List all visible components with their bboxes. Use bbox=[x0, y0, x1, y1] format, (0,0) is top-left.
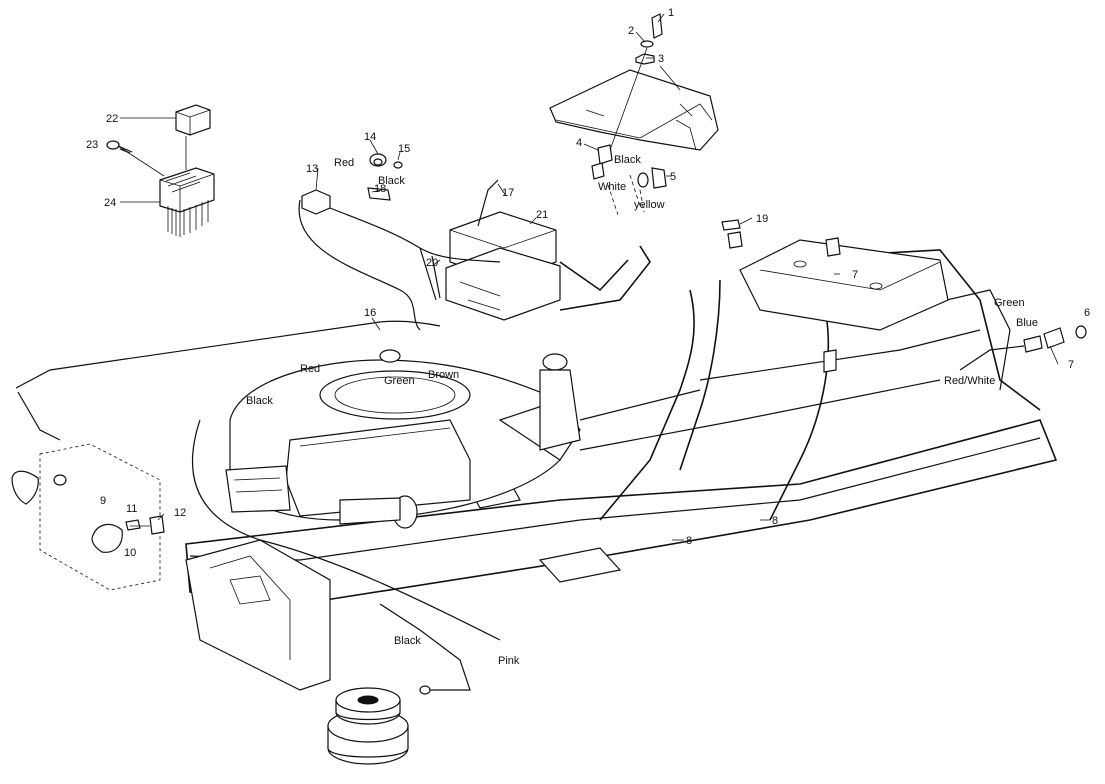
wire-label-green-engine: Green bbox=[384, 375, 415, 387]
pto-clutch bbox=[327, 687, 409, 765]
relay-block bbox=[175, 104, 211, 136]
switch-13 bbox=[301, 189, 331, 215]
callout-1: 1 bbox=[668, 7, 674, 19]
wire-pink bbox=[379, 603, 471, 691]
callout-15: 15 bbox=[398, 143, 410, 155]
callout-16: 16 bbox=[364, 307, 376, 319]
wire-label-pink-bottom: Pink bbox=[498, 655, 520, 667]
socket-12 bbox=[149, 515, 165, 535]
wire-label-red-top: Red bbox=[334, 157, 354, 169]
wire-label-black-switch: Black bbox=[614, 154, 641, 166]
control-box-21 bbox=[445, 211, 561, 321]
switch-wires bbox=[607, 174, 645, 216]
seat-switch bbox=[825, 237, 841, 257]
bolt-20 bbox=[419, 247, 441, 301]
wire-label-black-engine: Black bbox=[246, 395, 273, 407]
callout-7b: 7 bbox=[1068, 359, 1074, 371]
seat-plate bbox=[549, 69, 719, 151]
fender-rear bbox=[739, 239, 949, 331]
callout-8a: 8 bbox=[772, 515, 778, 527]
wire-label-black-bottom: Black bbox=[394, 635, 421, 647]
leader-lines bbox=[120, 13, 1059, 541]
connector-7 bbox=[1023, 327, 1065, 353]
callout-18: 18 bbox=[374, 183, 386, 195]
callout-8b: 8 bbox=[686, 535, 692, 547]
headlight-panel bbox=[39, 443, 161, 591]
harness-left bbox=[298, 199, 421, 331]
bulb-11 bbox=[125, 519, 141, 531]
cable-end bbox=[17, 391, 61, 441]
wire-black-engine bbox=[192, 419, 501, 641]
callout-12: 12 bbox=[174, 507, 186, 519]
connector-block bbox=[159, 167, 215, 237]
callout-24: 24 bbox=[104, 197, 116, 209]
rear-switch bbox=[823, 349, 837, 373]
plug-19 bbox=[721, 219, 743, 249]
switch-1 bbox=[651, 13, 663, 39]
wire-label-red-engine: Red bbox=[300, 363, 320, 375]
wire-label-green-right: Green bbox=[994, 297, 1025, 309]
callout-6: 6 bbox=[1084, 307, 1090, 319]
callout-13: 13 bbox=[306, 163, 318, 175]
callout-20: 20 bbox=[426, 257, 438, 269]
wire-red-white bbox=[959, 345, 1025, 371]
callout-4: 4 bbox=[576, 137, 582, 149]
relay-leader-lines bbox=[117, 136, 187, 177]
callout-19: 19 bbox=[756, 213, 768, 225]
wire-17 bbox=[477, 179, 499, 227]
front-bracket bbox=[185, 539, 331, 691]
callout-14: 14 bbox=[364, 131, 376, 143]
callout-labels: 1 2 3 4 5 6 7 7 8 8 9 10 11 12 13 14 15 … bbox=[86, 7, 1090, 559]
callout-10: 10 bbox=[124, 547, 136, 559]
plug-18 bbox=[367, 187, 391, 201]
washer-15 bbox=[393, 161, 403, 169]
callout-7a: 7 bbox=[852, 269, 858, 281]
headlight-lens bbox=[11, 470, 67, 505]
throttle-cable bbox=[15, 320, 441, 389]
callout-21: 21 bbox=[536, 209, 548, 221]
callout-9: 9 bbox=[100, 495, 106, 507]
engine bbox=[225, 349, 581, 529]
washer-2 bbox=[640, 40, 654, 48]
wire-label-yellow-switch: yellow bbox=[634, 199, 665, 211]
switch-5 bbox=[637, 167, 667, 189]
switch-6 bbox=[1075, 325, 1087, 339]
wire-label-brown-engine: Brown bbox=[428, 369, 459, 381]
callout-23: 23 bbox=[86, 139, 98, 151]
clutch-plug bbox=[419, 685, 431, 695]
switch-14 bbox=[369, 153, 387, 167]
wire-label-blue-right: Blue bbox=[1016, 317, 1038, 329]
switch-4 bbox=[591, 144, 613, 180]
callout-17: 17 bbox=[502, 187, 514, 199]
callout-5: 5 bbox=[670, 171, 676, 183]
wire-label-red-white: Red/White bbox=[944, 375, 995, 387]
wire-label-white-switch: White bbox=[598, 181, 626, 193]
callout-22: 22 bbox=[106, 113, 118, 125]
wire-label-black-top: Black bbox=[378, 175, 405, 187]
switch-leader-lines bbox=[609, 47, 681, 151]
callout-11: 11 bbox=[126, 503, 137, 515]
callout-2: 2 bbox=[628, 25, 634, 37]
lamp-9 bbox=[91, 523, 123, 553]
nut-3 bbox=[635, 53, 655, 65]
wire-color-labels: Red Black Black White yellow Green Blue … bbox=[246, 154, 1038, 667]
callout-3: 3 bbox=[658, 53, 664, 65]
